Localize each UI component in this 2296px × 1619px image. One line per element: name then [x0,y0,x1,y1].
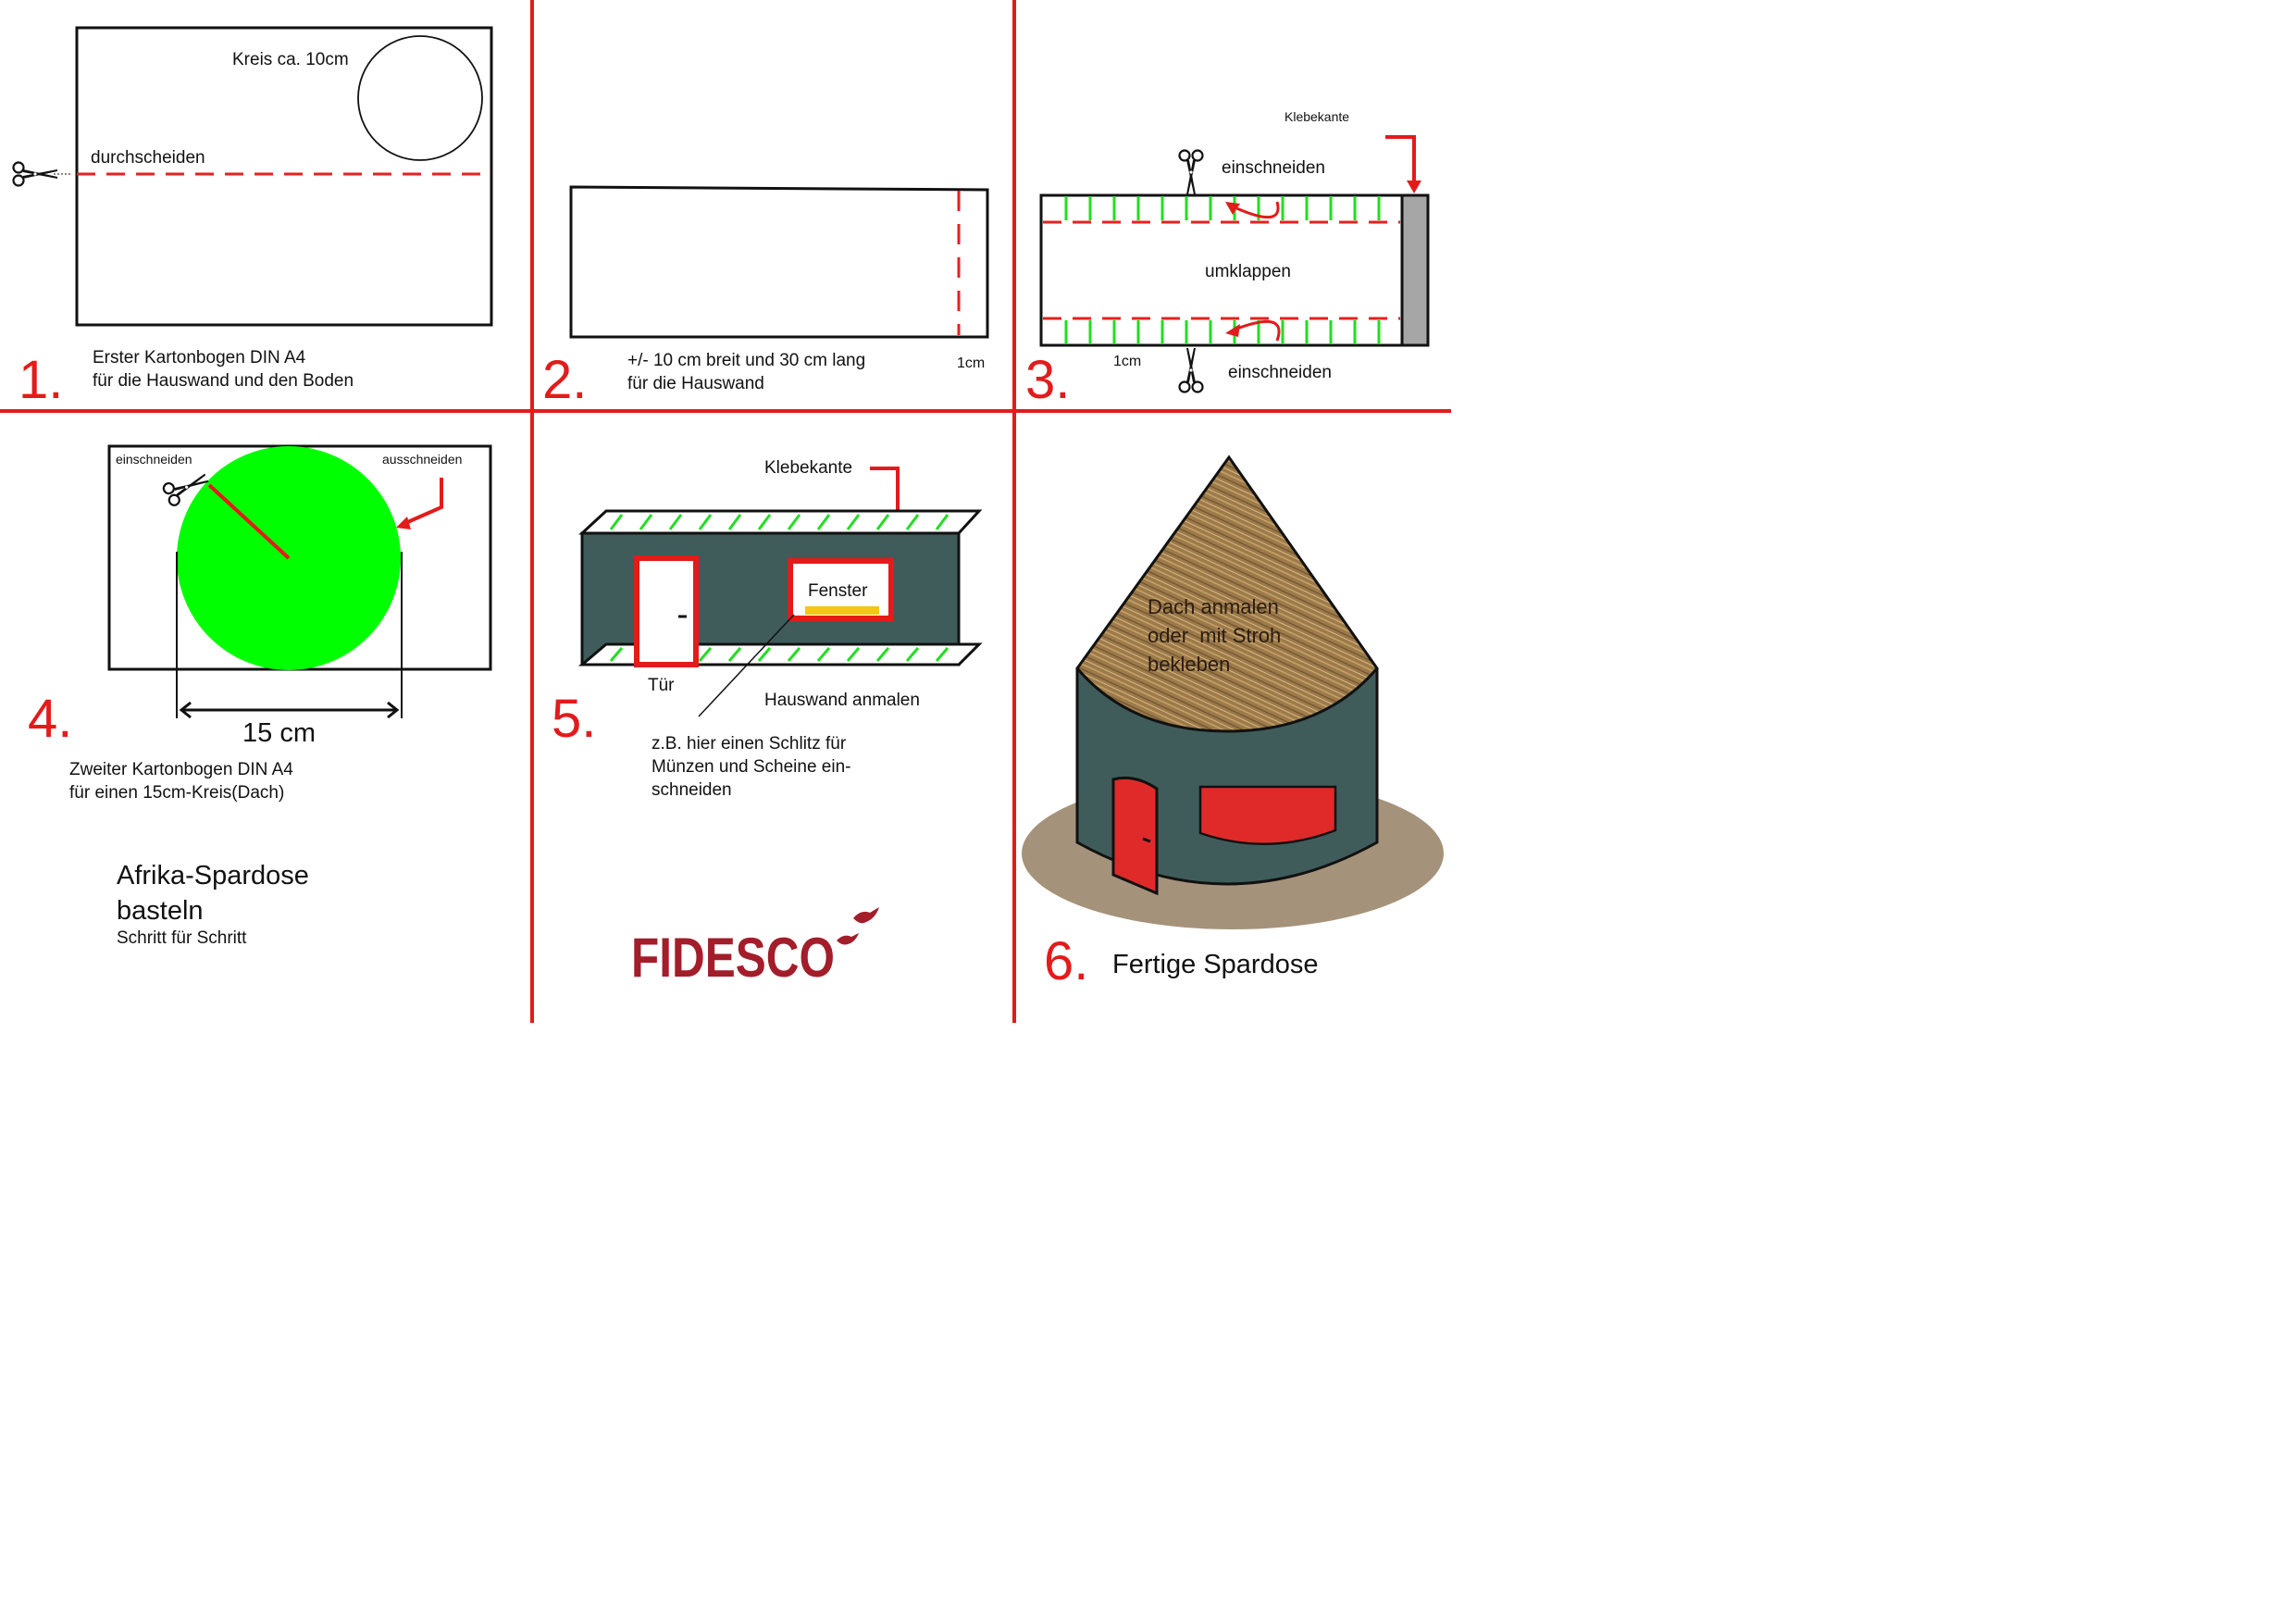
diameter-label: 15 cm [242,718,316,748]
roof-note-line-3: bekleben [1148,653,1230,676]
scissors-icon [1178,346,1204,393]
hut-door [1111,776,1159,896]
hut-roof [1075,455,1379,733]
step-4-caption-line-1: Zweiter Kartonbogen DIN A4 [69,760,293,779]
panel-1: Kreis ca. 10cm durchscheiden 1. Erster K… [12,26,493,410]
slot-note-line-2: Münzen und Scheine ein- [652,757,850,777]
cut-out-label: ausschneiden [382,452,462,467]
glue-edge-arrow [1385,135,1416,190]
step-2-caption-line-2: für die Hauswand [627,374,764,393]
glue-edge-label: Klebekante [764,458,852,478]
tab-ticks-bottom [1064,320,1381,344]
step-number-5: 5. [552,689,596,749]
slot-note-line-1: z.B. hier einen Schlitz für [652,734,847,753]
sheet-title-line-2: basteln [117,896,204,926]
paint-label: Hauswand anmalen [764,691,920,710]
note-pointer [698,614,795,717]
step-number-3: 3. [1025,350,1070,410]
cardboard-sheet [75,26,493,327]
margin-label: 1cm [1113,354,1141,369]
scissors-icon [1178,149,1204,196]
margin-label: 1cm [957,355,985,371]
fold-arrow-bottom [1234,319,1281,342]
step-2-caption-line-1: +/- 10 cm breit und 30 cm lang [627,351,865,370]
step-number-2: 2. [542,350,587,410]
panel-grid [0,0,1451,1023]
scissors-icon [12,161,59,187]
fidesco-logo-text: FIDESCO [631,927,835,989]
step-number-4: 4. [28,689,72,749]
cut-out-arrow [403,478,443,526]
panel-3: Klebekante umklappen ein [1025,109,1430,410]
sheet-subtitle: Schritt für Schritt [117,928,247,948]
door-handle [1142,837,1151,843]
step-number-1: 1. [19,350,63,410]
step-1-caption-line-2: für die Hauswand und den Boden [93,371,354,391]
glue-edge-label: Klebekante [1285,109,1349,124]
fold-label: umklappen [1205,262,1291,281]
instruction-sheet: Kreis ca. 10cm durchscheiden 1. Erster K… [0,0,1451,1023]
cut-label-bottom: einschneiden [1228,363,1332,382]
circle-template [357,35,483,161]
tab-ticks-top [1064,196,1381,220]
roof-note-line-1: Dach anmalen [1148,595,1279,618]
panel-6: Dach anmalen oder mit Stroh bekleben 6. … [1022,455,1444,991]
wall-strip [569,185,989,339]
panel-5: Klebekante Fenster Tür Hauswand an [552,458,983,989]
hut-window [1198,785,1337,846]
glue-edge-arrow [870,467,900,518]
cut-label-top: einschneiden [1222,158,1325,178]
cut-in-label: einschneiden [116,452,192,467]
sheet-title-line-1: Afrika-Spardose [117,861,309,890]
fold-arrow-top [1234,201,1280,219]
dove-icon [837,933,859,945]
step-6-caption: Fertige Spardose [1112,950,1318,979]
panel-4: einschneiden ausschneiden 15 cm 4. Zweit… [28,444,492,948]
step-1-caption-line-1: Erster Kartonbogen DIN A4 [93,348,306,367]
step-number-6: 6. [1044,931,1088,991]
slot-note-line-3: schneiden [652,780,732,800]
roof-note-line-2: oder mit Stroh [1148,624,1281,647]
glue-edge [1400,193,1430,347]
tab-ticks-top [609,514,949,530]
cut-radius-line [207,483,291,560]
coin-slot [805,606,879,615]
circle-label: Kreis ca. 10cm [232,50,349,69]
cut-label: durchscheiden [91,148,205,168]
door [634,555,699,667]
dove-icon [853,907,879,924]
door-label: Tür [648,676,675,695]
window-label: Fenster [808,581,868,601]
fidesco-logo: FIDESCO [631,907,879,989]
step-4-caption-line-2: für einen 15cm-Kreis(Dach) [69,783,284,803]
panel-2: 1cm 2. +/- 10 cm breit und 30 cm lang fü… [542,185,989,410]
